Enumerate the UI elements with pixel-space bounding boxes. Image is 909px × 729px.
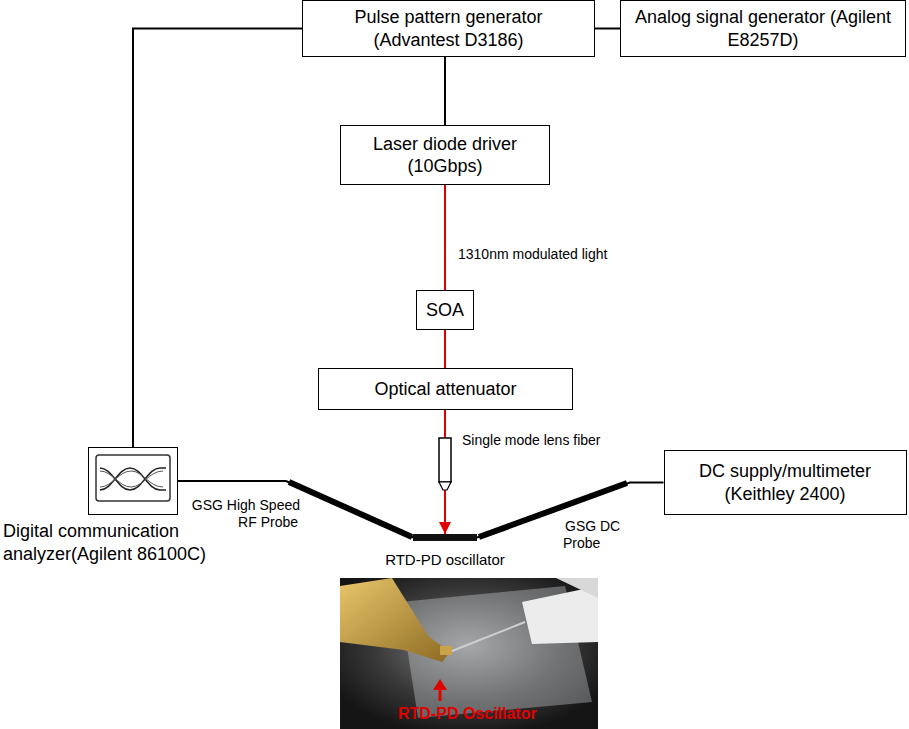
node-text: DC supply/multimeter (Keithley 2400) <box>673 460 898 505</box>
node-text: Analog signal generator (Agilent E8257D) <box>630 6 896 51</box>
label-patch: 1310nm modulated light <box>456 246 609 262</box>
photo-ground <box>340 578 598 729</box>
label-patch: GSG High Speed RF Probe <box>190 497 300 530</box>
connector-label: GSG DC Probe <box>563 518 663 552</box>
lens-fiber-photo <box>452 622 525 651</box>
amplifier-box: SOA <box>416 290 474 330</box>
eye-trace <box>100 468 166 490</box>
eye-trace <box>100 471 163 487</box>
label-patch: Single mode lens fiber <box>460 432 603 448</box>
eye-trace <box>100 471 163 487</box>
connector-label: 1310nm modulated light <box>456 246 646 263</box>
label-patch: GSG DC Probe <box>563 518 620 551</box>
attenuator-box: Optical attenuator <box>318 368 573 410</box>
chip <box>440 646 452 655</box>
connector-label: Single mode lens fiber <box>460 432 630 449</box>
screen-frame <box>96 455 170 501</box>
connector <box>178 481 413 538</box>
lens-fiber <box>439 438 451 482</box>
node-text: RTD-PD oscillator <box>385 551 505 570</box>
eye-diagram-icon <box>96 455 170 501</box>
rf-probe <box>289 482 412 537</box>
node-text: Laser diode driver (10Gbps) <box>349 133 541 178</box>
connector <box>595 28 620 30</box>
generator-box: Analog signal generator (Agilent E8257D) <box>620 0 906 57</box>
fiber-holder <box>522 586 598 644</box>
generator-box: Pulse pattern generator (Advantest D3186… <box>302 0 595 57</box>
node-text: Pulse pattern generator (Advantest D3186… <box>314 6 584 51</box>
gold-probe <box>340 578 450 662</box>
fiber-holder-top <box>556 578 598 598</box>
analyzer-box: Digital communication analyzer(Agilent 8… <box>88 447 178 515</box>
red-pointer-head <box>433 679 447 690</box>
node-text: Optical attenuator <box>374 378 516 401</box>
connector-label: GSG High Speed RF Probe <box>186 497 300 531</box>
fiber-lens-tip <box>439 482 451 490</box>
connector <box>133 29 302 448</box>
connector <box>444 57 446 125</box>
oscillator-chip: RTD-PD oscillator <box>413 534 477 541</box>
supply-box: DC supply/multimeter (Keithley 2400) <box>664 450 907 515</box>
setup-photo <box>340 578 598 729</box>
photo-caption: RTD-PD Oscillator <box>398 704 588 723</box>
eye-trace <box>100 468 166 490</box>
driver-box: Laser diode driver (10Gbps) <box>340 125 550 185</box>
connector <box>444 185 446 290</box>
connector <box>444 330 446 368</box>
node-text: SOA <box>426 299 464 322</box>
